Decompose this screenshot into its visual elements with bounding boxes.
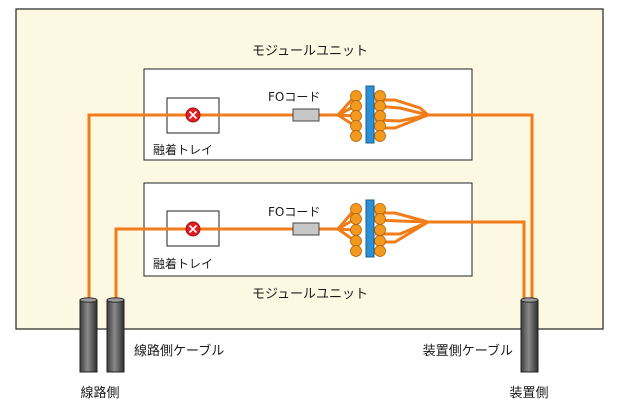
fiber-equipment-top — [374, 98, 534, 302]
fiber-fan-in-bottom — [319, 208, 357, 243]
connector-cluster-top — [350, 85, 386, 144]
fiber-fan-in-top — [319, 94, 357, 128]
equipment-side-label: 装置側 — [509, 386, 548, 401]
adapter-bar-top — [365, 85, 375, 144]
equipment-side-cable-icon — [520, 297, 539, 373]
splice-icon-top — [185, 107, 201, 123]
splice-tray-label-bottom: 融着トレイ — [153, 256, 213, 271]
connector-cluster-bottom — [350, 199, 386, 258]
fiber-line-top — [87, 113, 293, 302]
line-side-label: 線路側 — [80, 385, 119, 401]
fo-cord-label-top: FOコード — [268, 90, 320, 104]
module-unit-title-top: モジュールユニット — [252, 44, 368, 59]
line-side-cable-label: 線路側ケーブル — [134, 343, 224, 359]
line-side-cable-icon-b — [106, 297, 125, 373]
line-side-cable-icon-a — [79, 297, 98, 373]
fiber-line-bottom — [114, 227, 293, 302]
fiber-routes — [87, 94, 534, 302]
fiber-equipment-bottom — [374, 211, 526, 302]
fo-cord-label-bottom: FOコード — [268, 205, 320, 219]
module-unit-title-bottom: モジュールユニット — [252, 287, 368, 302]
adapter-bar-bottom — [365, 199, 375, 258]
fo-plug-top — [292, 108, 320, 122]
splice-icon-bottom — [185, 221, 201, 237]
fo-plug-bottom — [292, 222, 320, 236]
splice-tray-label-top: 融着トレイ — [153, 142, 213, 157]
equipment-side-cable-label: 装置側ケーブル — [423, 343, 513, 359]
